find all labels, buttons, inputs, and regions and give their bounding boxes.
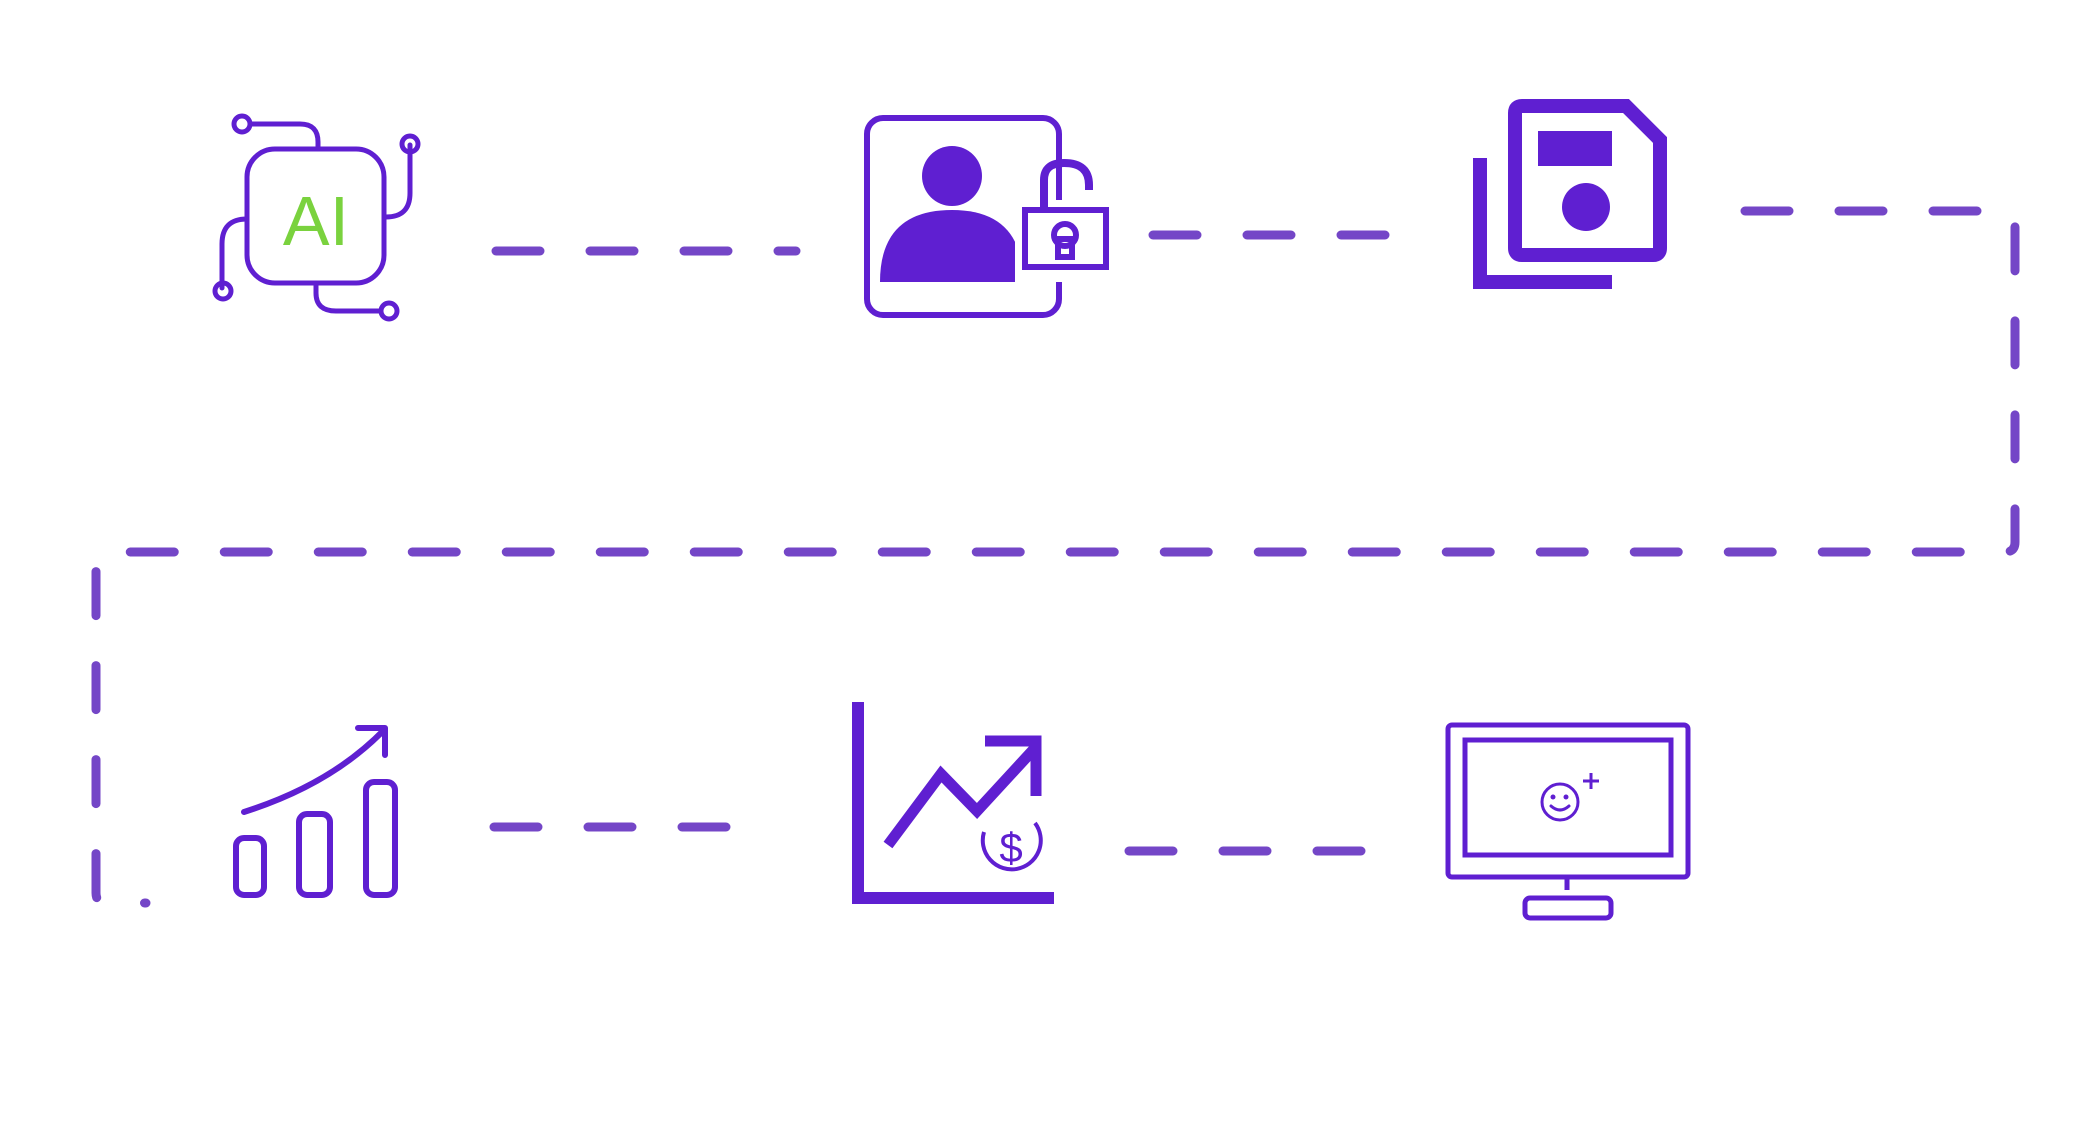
user-profile-lock-icon (864, 115, 1110, 318)
dollar-symbol: $ (999, 824, 1022, 871)
revenue-trend-icon: $ (852, 702, 1054, 904)
monitor-happy-icon (1445, 722, 1691, 921)
growth-bar-chart-icon (233, 725, 398, 898)
save-copies-icon (1473, 99, 1667, 289)
ai-chip-label: AI (283, 182, 349, 260)
ai-chip-icon: AI (212, 113, 421, 322)
connector-lines (91, 206, 2020, 908)
connector-save-to-growth-chart-loop (91, 206, 2020, 908)
